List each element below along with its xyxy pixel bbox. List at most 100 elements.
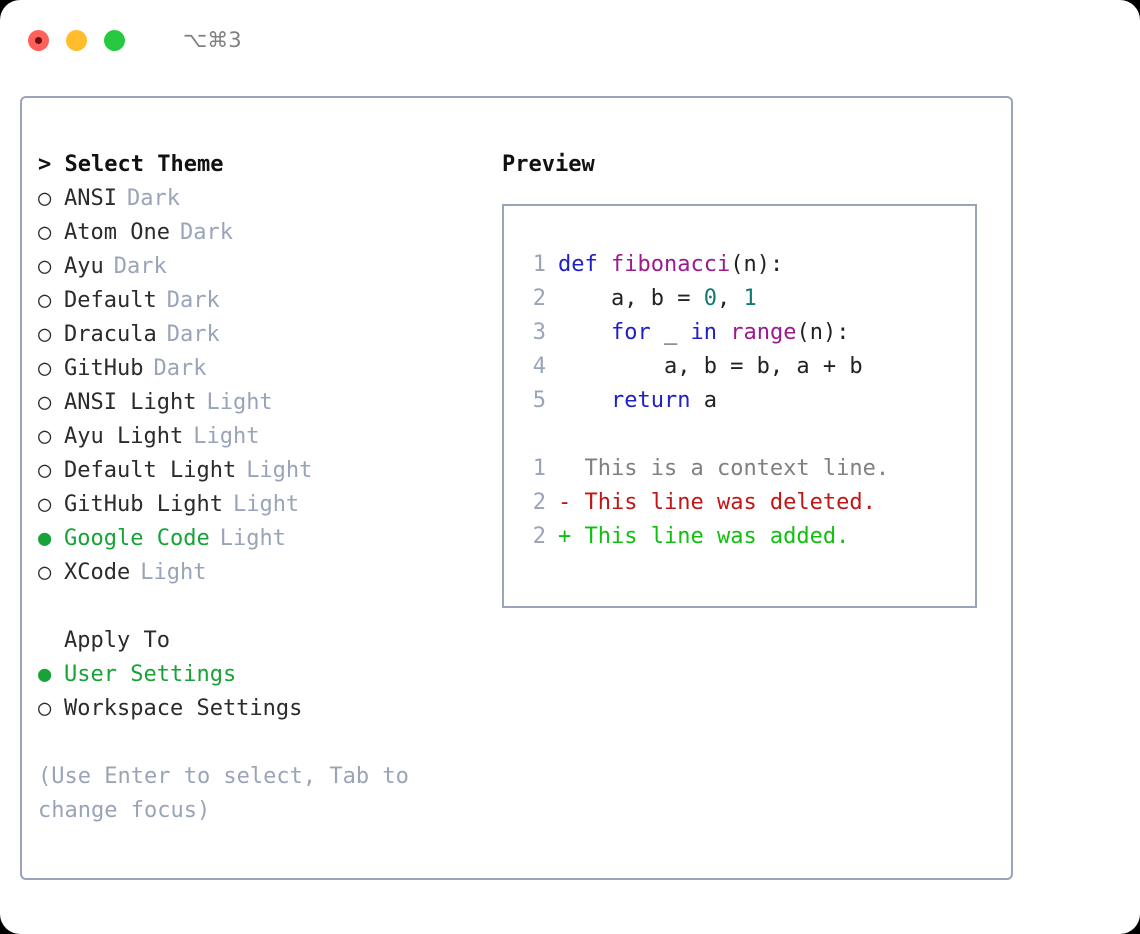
close-button[interactable]	[28, 29, 49, 51]
diff-line-context: 1 This is a context line.	[516, 452, 975, 486]
code-line: 1 def fibonacci(n):	[516, 248, 975, 282]
radio-unselected-icon: ○	[38, 356, 52, 381]
apply-to-option-label: Workspace Settings	[64, 696, 303, 721]
theme-list-item[interactable]: ○ GitHub Dark	[38, 352, 468, 386]
code-token-kw: for	[610, 320, 651, 345]
theme-name-label: XCode	[64, 560, 131, 585]
code-token-plain: (n):	[796, 320, 850, 345]
radio-unselected-icon: ○	[38, 458, 52, 483]
theme-variant-tag: Dark	[153, 356, 207, 381]
code-token-num: 1	[743, 286, 757, 311]
keyboard-shortcut-label: ⌥⌘3	[183, 28, 242, 52]
theme-list-item[interactable]: ○ GitHub Light Light	[38, 488, 468, 522]
line-number: 3	[532, 320, 546, 345]
list-spacer	[38, 590, 468, 624]
radio-unselected-icon: ○	[38, 492, 52, 517]
code-line: 4 a, b = b, a + b	[516, 350, 975, 384]
code-token-plain: a, b =	[558, 286, 704, 311]
theme-variant-tag: Light	[219, 526, 286, 551]
code-line: 5 return a	[516, 384, 975, 418]
theme-variant-tag: Light	[206, 390, 273, 415]
theme-variant-tag: Dark	[166, 288, 220, 313]
theme-variant-tag: Dark	[166, 322, 220, 347]
diff-sign	[558, 452, 571, 486]
apply-to-option[interactable]: ● User Settings	[38, 658, 468, 692]
code-token-plain: _	[650, 320, 691, 345]
apply-to-heading-marker	[38, 624, 64, 658]
theme-variant-tag: Dark	[113, 254, 167, 279]
diff-sign-space	[571, 520, 584, 554]
line-number: 5	[532, 388, 546, 413]
title-bar: ⌥⌘3	[0, 0, 1140, 80]
code-token-num: 0	[703, 286, 717, 311]
code-line-content: a, b = 0, 1	[558, 282, 757, 316]
apply-to-heading-label: Apply To	[64, 628, 170, 653]
diff-sign: +	[558, 524, 572, 549]
theme-name-label: Ayu Light	[64, 424, 184, 449]
diff-sign: -	[558, 490, 572, 515]
radio-selected-icon: ●	[38, 662, 52, 687]
code-line-content: def fibonacci(n):	[558, 248, 783, 282]
theme-variant-tag: Light	[232, 492, 300, 517]
theme-list-item[interactable]: ○ Default Light Light	[38, 454, 468, 488]
zoom-button[interactable]	[104, 29, 125, 51]
code-token-fn: range	[730, 320, 797, 345]
minimize-button[interactable]	[66, 29, 87, 51]
line-number: 1	[532, 252, 546, 277]
traffic-lights	[28, 29, 125, 51]
theme-list-item[interactable]: ○ ANSI Dark	[38, 182, 468, 216]
radio-unselected-icon: ○	[38, 288, 52, 313]
theme-variant-tag: Light	[193, 424, 260, 449]
code-token-kw: in	[690, 320, 717, 345]
line-number: 2	[532, 286, 546, 311]
diff-line-text: This line was deleted.	[584, 490, 876, 515]
theme-name-label: GitHub Light	[64, 492, 223, 517]
keyboard-hint-text: (Use Enter to select, Tab to change focu…	[38, 764, 409, 823]
radio-unselected-icon: ○	[38, 390, 52, 415]
preview-heading: Preview	[502, 152, 595, 177]
apply-to-option[interactable]: ○ Workspace Settings	[38, 692, 468, 726]
radio-unselected-icon: ○	[38, 560, 52, 585]
diff-sample: 1 This is a context line.2- This line wa…	[516, 452, 975, 554]
line-number: 4	[532, 354, 546, 379]
theme-name-label: Default Light	[64, 458, 237, 483]
radio-unselected-icon: ○	[38, 696, 52, 721]
theme-name-label: ANSI	[64, 186, 117, 211]
radio-unselected-icon: ○	[38, 186, 52, 211]
select-theme-heading: > Select Theme	[38, 148, 468, 182]
theme-name-label: GitHub	[64, 356, 144, 381]
apply-to-option-label: User Settings	[64, 662, 237, 687]
prompt-caret-icon: >	[38, 152, 52, 177]
radio-selected-icon: ●	[38, 526, 52, 551]
diff-sign-space	[571, 452, 584, 486]
code-token-plain: a, b = b, a + b	[558, 354, 863, 379]
theme-variant-tag: Light	[246, 458, 313, 483]
code-token-plain: (n):	[730, 252, 784, 277]
radio-unselected-icon: ○	[38, 322, 52, 347]
line-number: 2	[532, 524, 546, 549]
code-token-plain	[558, 388, 611, 413]
code-line: 3 for _ in range(n):	[516, 316, 975, 350]
diff-line-text: This line was added.	[584, 524, 850, 549]
code-token-fn: fibonacci	[610, 252, 731, 277]
apply-to-heading: Apply To	[38, 624, 468, 658]
diff-line-deleted: 2- This line was deleted.	[516, 486, 975, 520]
select-theme-heading-label: Select Theme	[64, 152, 224, 177]
code-line-content: return a	[558, 384, 717, 418]
line-number: 2	[532, 490, 546, 515]
theme-variant-tag: Dark	[126, 186, 180, 211]
code-line: 2 a, b = 0, 1	[516, 282, 975, 316]
